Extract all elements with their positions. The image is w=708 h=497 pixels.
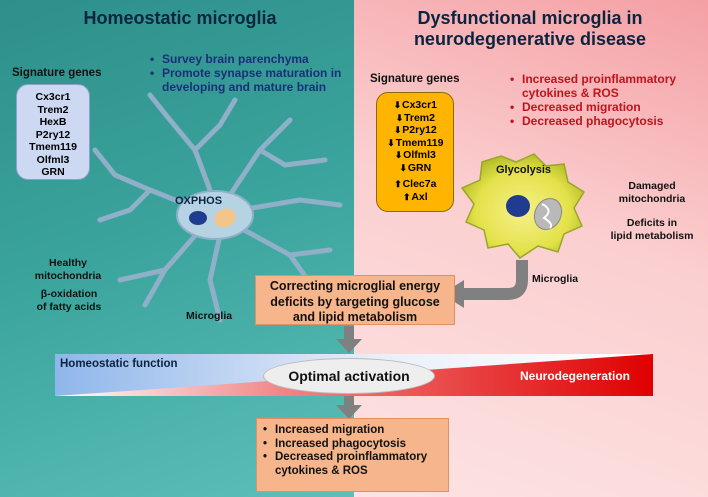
glycolysis-label: Glycolysis	[496, 164, 552, 176]
right-bullet: Decreased migration	[510, 100, 695, 114]
gene-name: Olfml3	[403, 149, 436, 161]
right-gene-up: ⬆Axl	[377, 191, 453, 204]
down-arrow-top	[336, 326, 362, 353]
lipid-deficits-label: Deficits in lipid metabolism	[604, 217, 700, 243]
healthy-mitochondria-label: Healthy mitochondria	[28, 257, 108, 283]
left-signature-title: Signature genes	[12, 67, 102, 79]
homeostatic-microglia-cell	[92, 92, 343, 323]
left-bullet-list: Survey brain parenchymaPromote synapse m…	[150, 52, 350, 94]
dysfunctional-microglia-cell	[460, 153, 586, 259]
left-gene: Olfml3	[36, 153, 70, 166]
right-bullet: Decreased phagocytosis	[510, 114, 695, 128]
down-arrow-bottom	[336, 394, 362, 419]
gene-name: Tmem119	[395, 136, 444, 149]
left-bullet: Survey brain parenchyma	[150, 52, 350, 66]
right-bullet-list: Increased proinflammatory cytokines & RO…	[510, 72, 695, 128]
arrow-up-icon: ⬆	[394, 179, 402, 189]
center-line-1: Correcting microglial energy	[269, 279, 441, 293]
gene-name: Trem2	[404, 111, 435, 124]
right-gene-down: ⬇P2ry12	[377, 124, 453, 137]
gene-name: Clec7a	[402, 178, 437, 190]
center-line-3: and lipid metabolism	[292, 310, 418, 324]
arrow-down-icon: ⬇	[387, 137, 395, 148]
optimal-activation-ellipse: Optimal activation	[263, 358, 435, 394]
outcome-bullet: Increased migration	[263, 424, 442, 438]
arrow-down-icon: ⬇	[393, 125, 402, 135]
gene-name: P2ry12	[402, 124, 437, 136]
outcome-bullet: Increased phagocytosis	[263, 438, 442, 452]
left-title: Homeostatic microglia	[83, 8, 277, 28]
right-title-line-2: neurodegenerative disease	[413, 29, 647, 49]
left-gene: HexB	[39, 116, 67, 128]
homeostatic-function-label: Homeostatic function	[60, 358, 178, 370]
center-strategy-box: Correcting microglial energy deficits by…	[255, 275, 455, 325]
outcome-box: Increased migrationIncreased phagocytosi…	[256, 418, 449, 492]
right-gene-down: ⬇Trem2	[377, 112, 453, 125]
right-title-line-1: Dysfunctional microglia in	[417, 8, 643, 28]
arrow-down-icon: ⬇	[394, 150, 403, 160]
healthy-line-1: Healthy	[49, 257, 87, 269]
right-microglia-label: Microglia	[532, 273, 579, 285]
right-title: Dysfunctional microglia in neurodegenera…	[380, 8, 680, 50]
center-line-2: deficits by targeting glucose	[270, 294, 440, 309]
right-gene-down: ⬇Cx3cr1	[377, 99, 453, 112]
gene-name: Cx3cr1	[401, 99, 438, 111]
right-signature-title: Signature genes	[370, 73, 460, 85]
outcome-bullet: Decreased proinflammatory cytokines & RO…	[263, 451, 442, 478]
beta-line-1: β-oxidation	[40, 288, 98, 300]
left-gene: Trem2	[37, 103, 69, 116]
beta-line-2: of fatty acids	[36, 301, 102, 313]
right-genes-box: ⬇Cx3cr1⬇Trem2⬇P2ry12⬇Tmem119⬇Olfml3⬇GRN⬆…	[376, 92, 454, 212]
neurodegeneration-label: Neurodegeneration	[520, 369, 631, 383]
right-bullet: Increased proinflammatory cytokines & RO…	[510, 72, 695, 100]
deficits-line-1: Deficits in	[626, 217, 678, 229]
beta-oxidation-label: β-oxidation of fatty acids	[26, 288, 112, 314]
left-bullet: Promote synapse maturation in developing…	[150, 66, 350, 94]
gene-name: Axl	[411, 190, 428, 203]
left-gene: Tmem119	[29, 141, 77, 153]
right-gene-up: ⬆Clec7a	[377, 178, 453, 191]
arrow-up-icon: ⬆	[403, 191, 411, 202]
right-gene-down: ⬇GRN	[377, 162, 453, 175]
deficits-line-2: lipid metabolism	[610, 230, 694, 242]
damaged-mitochondria-label: Damaged mitochondria	[608, 180, 696, 206]
curved-arrow	[442, 260, 528, 308]
gene-name: GRN	[407, 161, 432, 174]
damaged-line-1: Damaged	[628, 180, 676, 192]
oxphos-label: OXPHOS	[175, 195, 223, 207]
damaged-line-2: mitochondria	[618, 193, 686, 205]
arrow-down-icon: ⬇	[399, 162, 408, 173]
arrow-down-icon: ⬇	[393, 100, 402, 110]
left-microglia-label: Microglia	[186, 310, 233, 322]
right-gene-down: ⬇Tmem119	[377, 137, 453, 150]
left-gene: GRN	[41, 166, 65, 178]
left-gene: Cx3cr1	[35, 91, 71, 103]
right-gene-down: ⬇Olfml3	[377, 149, 453, 162]
arrow-down-icon: ⬇	[395, 112, 404, 123]
healthy-line-2: mitochondria	[34, 270, 102, 282]
left-gene: P2ry12	[35, 128, 71, 141]
